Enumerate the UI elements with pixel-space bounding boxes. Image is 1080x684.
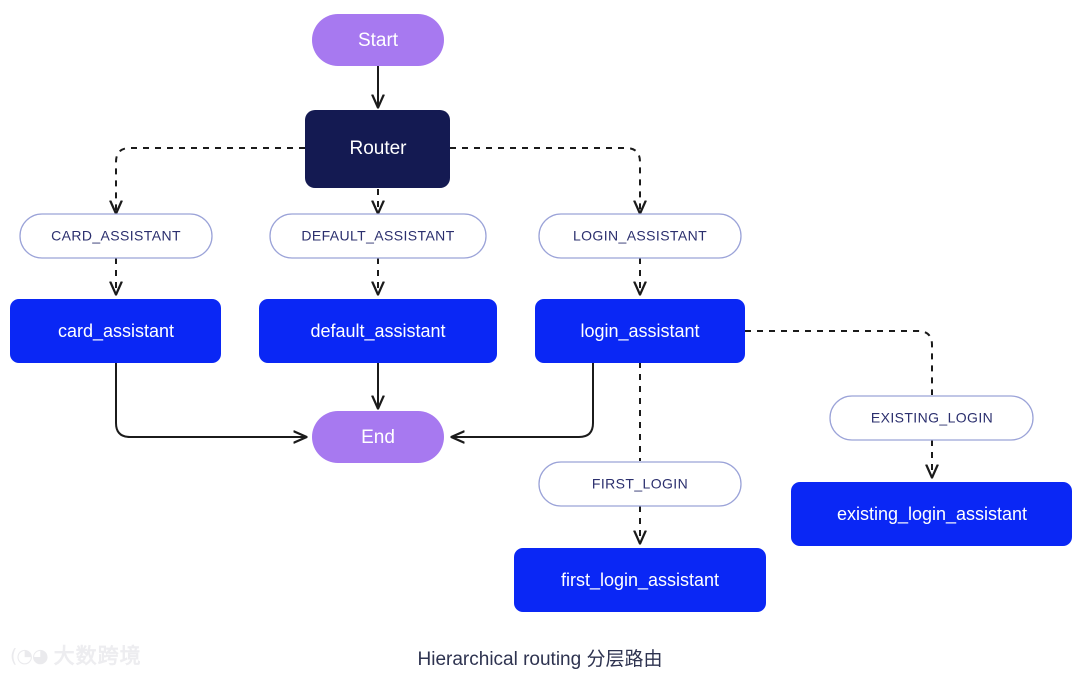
node-router[interactable]: Router: [305, 110, 450, 188]
node-card-assistant-route-label: CARD_ASSISTANT: [51, 228, 181, 244]
node-start-label: Start: [358, 30, 399, 51]
edge-login-assistant-to-existing-login-route: [745, 330, 933, 395]
edge-login-assistant-to-end: [452, 362, 594, 437]
node-existing-login-route[interactable]: EXISTING_LOGIN: [829, 395, 1034, 441]
watermark-text: 大数跨境: [53, 644, 142, 668]
node-first-login-assistant-label: first_login_assistant: [561, 570, 719, 591]
node-card-assistant-route[interactable]: CARD_ASSISTANT: [19, 213, 213, 259]
node-login-assistant-route-label: LOGIN_ASSISTANT: [573, 228, 707, 244]
node-card-assistant[interactable]: card_assistant: [10, 299, 221, 363]
node-existing-login-assistant-label: existing_login_assistant: [837, 504, 1027, 525]
node-first-login-route[interactable]: FIRST_LOGIN: [538, 461, 742, 507]
node-login-assistant[interactable]: login_assistant: [535, 299, 745, 363]
node-card-assistant-label: card_assistant: [58, 321, 174, 342]
watermark: (◔◕ 大数跨境: [10, 646, 142, 667]
node-default-assistant[interactable]: default_assistant: [259, 299, 497, 363]
node-default-assistant-route-label: DEFAULT_ASSISTANT: [301, 228, 454, 244]
node-first-login-assistant[interactable]: first_login_assistant: [514, 548, 766, 612]
node-router-label: Router: [349, 138, 407, 159]
node-login-assistant-label: login_assistant: [580, 321, 699, 342]
node-default-assistant-route[interactable]: DEFAULT_ASSISTANT: [269, 213, 487, 259]
node-default-assistant-label: default_assistant: [310, 321, 445, 342]
node-start[interactable]: Start: [312, 14, 444, 66]
diagram-caption: Hierarchical routing 分层路由: [418, 648, 663, 670]
node-existing-login-assistant[interactable]: existing_login_assistant: [791, 482, 1072, 546]
edge-router-to-login-route: [450, 147, 640, 213]
watermark-logo-icon: (◔◕: [10, 645, 49, 667]
edge-card-assistant-to-end: [115, 362, 306, 437]
node-end[interactable]: End: [312, 411, 444, 463]
node-end-label: End: [361, 427, 395, 448]
edge-router-to-card-route: [116, 147, 305, 213]
node-first-login-route-label: FIRST_LOGIN: [592, 476, 688, 492]
node-login-assistant-route[interactable]: LOGIN_ASSISTANT: [538, 213, 742, 259]
node-existing-login-route-label: EXISTING_LOGIN: [871, 410, 993, 426]
